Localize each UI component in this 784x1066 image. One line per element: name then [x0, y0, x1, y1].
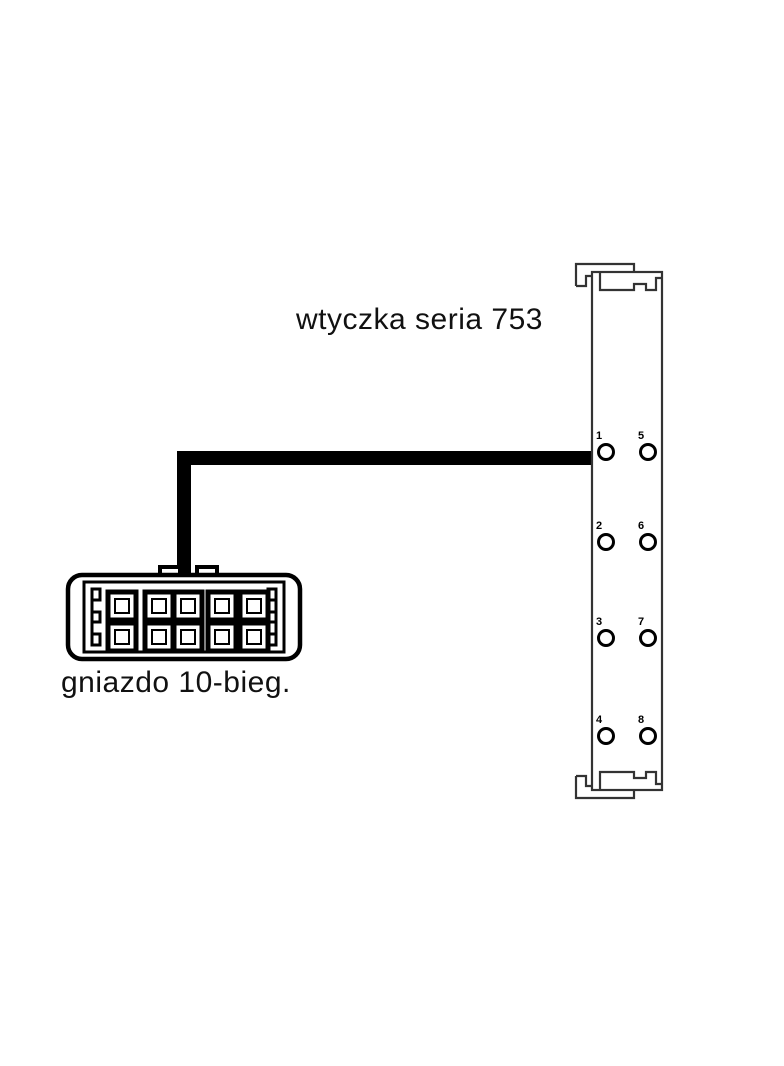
socket-contact[interactable]	[205, 589, 239, 623]
plug-pin-4-number: 4	[596, 714, 603, 726]
plug-label: wtyczka seria 753	[296, 303, 543, 336]
cable-corner	[177, 451, 191, 465]
socket-contact[interactable]	[237, 620, 271, 654]
socket-contact-row-bottom	[105, 620, 271, 654]
plug-pin-3-hole[interactable]	[597, 629, 615, 647]
plug-top-notch	[598, 272, 662, 292]
socket-label: gniazdo 10-bieg.	[61, 666, 291, 699]
plug-body	[590, 270, 664, 792]
plug-pin-5-hole[interactable]	[639, 443, 657, 461]
socket-contact-row-top	[105, 589, 271, 623]
plug-pin-1-number: 1	[596, 430, 602, 442]
plug-pin-8-hole[interactable]	[639, 727, 657, 745]
plug-pin-4-hole[interactable]	[597, 727, 615, 745]
plug-pin-1-hole[interactable]	[597, 443, 615, 461]
plug-pin-7-number: 7	[638, 616, 644, 628]
socket-contact[interactable]	[142, 589, 176, 623]
cable-wire	[177, 451, 592, 578]
socket-contact[interactable]	[205, 620, 239, 654]
plug-bottom-rail-hook	[576, 774, 592, 788]
socket-contact[interactable]	[237, 589, 271, 623]
plug-pin-3-number: 3	[596, 616, 602, 628]
plug-pin-5-number: 5	[638, 430, 644, 442]
socket-contact[interactable]	[105, 620, 139, 654]
socket-contact[interactable]	[105, 589, 139, 623]
plug-pin-6-number: 6	[638, 520, 644, 532]
plug-bottom-notch	[598, 770, 662, 790]
plug-pin-8-number: 8	[638, 714, 644, 726]
plug-top-rail-hook	[576, 274, 592, 288]
socket-left-keying-bracket	[90, 587, 102, 647]
socket-contact[interactable]	[171, 589, 205, 623]
socket-contact[interactable]	[142, 620, 176, 654]
plug-pin-6-hole[interactable]	[639, 533, 657, 551]
plug-bottom-rail-outer	[574, 776, 636, 800]
plug-top-rail-outer	[574, 262, 636, 286]
plug-pin-2-hole[interactable]	[597, 533, 615, 551]
plug-pin-7-hole[interactable]	[639, 629, 657, 647]
plug-pin-2-number: 2	[596, 520, 602, 532]
socket-contact[interactable]	[171, 620, 205, 654]
